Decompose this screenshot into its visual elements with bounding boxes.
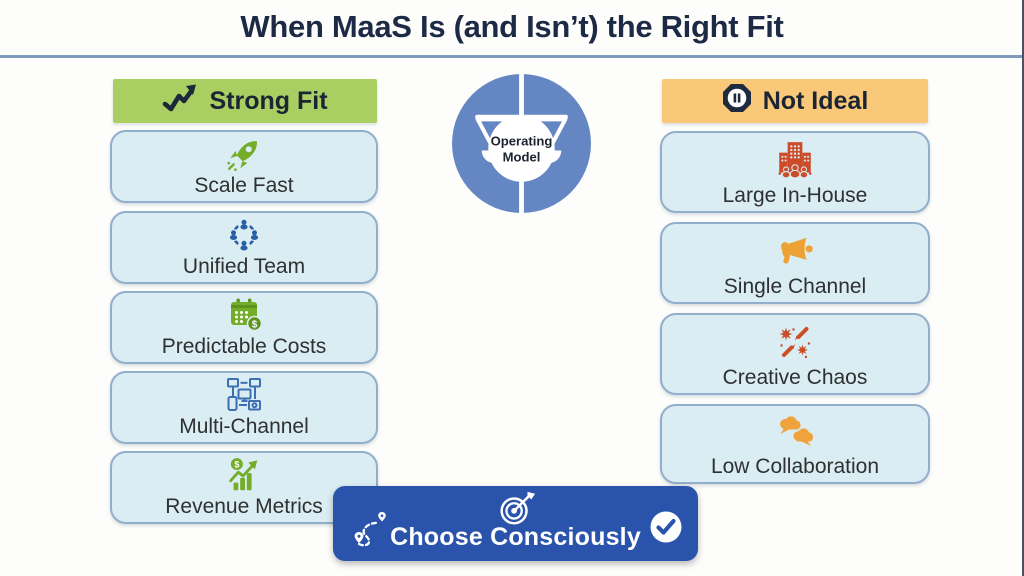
pause-octagon-icon [722, 83, 752, 120]
card-low-collaboration: Low Collaboration [660, 404, 930, 484]
screen-right-edge [1022, 0, 1024, 576]
revenue-chart-icon: $ [224, 453, 264, 495]
card-creative-chaos: Creative Chaos [660, 313, 930, 395]
office-building-icon [774, 133, 816, 184]
dollar-glyph: $ [252, 319, 258, 330]
not-ideal-header: Not Ideal [662, 79, 928, 123]
calendar-dollar-icon: $ [224, 292, 264, 335]
card-label: Predictable Costs [161, 334, 327, 358]
card-revenue-metrics: $ Revenue Metrics [110, 451, 378, 524]
devices-network-icon [222, 373, 266, 415]
not-ideal-header-label: Not Ideal [762, 86, 869, 115]
card-label: Low Collaboration [710, 454, 880, 478]
card-scale-fast: Scale Fast [110, 130, 378, 203]
title-divider [0, 55, 1024, 58]
card-multi-channel: Multi-Channel [110, 371, 378, 444]
rocket-icon [224, 132, 264, 174]
card-label: Large In-House [722, 183, 868, 207]
card-predictable-costs: $ Predictable Costs [110, 291, 378, 364]
balance-scale-icon: Operating Model [452, 73, 591, 214]
page-title: When MaaS Is (and Isn’t) the Right Fit [240, 9, 784, 44]
operating-model-badge: Operating Model [449, 71, 594, 216]
team-circle-icon [224, 212, 264, 255]
card-single-channel: Single Channel [660, 222, 930, 304]
chat-bubbles-icon [773, 406, 817, 455]
card-large-in-house: Large In-House [660, 131, 930, 213]
card-label: Unified Team [182, 254, 306, 278]
route-icon [349, 506, 397, 555]
choose-consciously-banner: Choose Consciously [333, 486, 698, 561]
card-label: Multi-Channel [179, 414, 309, 438]
card-label: Scale Fast [194, 173, 294, 197]
strong-fit-header: Strong Fit [113, 79, 377, 123]
megaphone-icon [774, 224, 816, 275]
card-label: Creative Chaos [722, 365, 868, 389]
check-circle-icon [648, 509, 684, 550]
center-label-line2: Model [503, 150, 541, 165]
card-unified-team: Unified Team [110, 211, 378, 284]
dollar-glyph: $ [234, 460, 239, 470]
trending-up-icon [162, 82, 198, 121]
paint-splatter-icon [775, 315, 815, 366]
target-icon [495, 488, 537, 535]
card-label: Single Channel [723, 274, 867, 298]
card-label: Revenue Metrics [165, 494, 323, 518]
center-label-line1: Operating [491, 134, 553, 149]
banner-label: Choose Consciously [390, 523, 641, 551]
strong-fit-header-label: Strong Fit [209, 86, 328, 115]
